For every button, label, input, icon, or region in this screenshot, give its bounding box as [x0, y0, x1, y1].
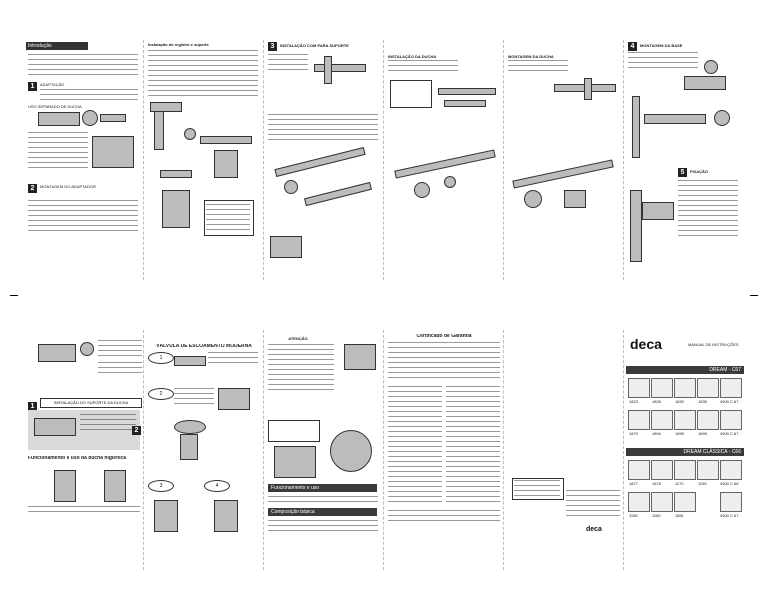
intro-header: Introdução: [26, 42, 88, 50]
step-number-1: 1: [28, 82, 37, 91]
product-thumb: [674, 410, 696, 430]
hose-coil-illustration: [330, 430, 372, 472]
step-number-5: 5: [678, 168, 687, 177]
product-thumb: [628, 410, 650, 430]
p6-header-5: FIXAÇÃO: [690, 169, 708, 174]
product-code: 4900 C 66: [720, 481, 739, 486]
shower-hose-illustration: [632, 96, 640, 158]
product-code: 1894: [652, 431, 661, 436]
shower-bar-illustration: [274, 146, 366, 178]
shower-use-section: Funcionamento e uso da ducha higiênica: [28, 456, 127, 461]
p2-title: Instalação do registro e suporte: [148, 42, 209, 47]
pipe-illustration: [100, 114, 126, 122]
product-thumb: [674, 378, 696, 398]
drain-step-1: 1: [148, 352, 174, 364]
drain-step-3: 3: [148, 480, 174, 492]
bottom-panel-4: Certificado de Garantia: [384, 330, 504, 570]
step1-subtitle: USO SEPARADO DE DUCHA: [28, 104, 82, 109]
product-thumb: [697, 378, 719, 398]
product-thumb: [720, 410, 742, 430]
product-thumb: [628, 492, 650, 512]
dream-c67-band: DREAM - C67: [626, 366, 744, 374]
bottom-panel-3: ATENÇÃO Funcionamento e uso Composição b…: [264, 330, 384, 570]
product-thumb: [697, 410, 719, 430]
warranty-title: Certificado de Garantia: [416, 334, 472, 339]
product-code: 1877: [629, 481, 638, 486]
attention-title: ATENÇÃO: [288, 336, 308, 341]
top-panel-2: Instalação do registro e suporte: [144, 40, 264, 280]
step-number-4: 4: [628, 42, 637, 51]
product-code: 1823: [629, 399, 638, 404]
top-panel-5: MONTAGEM DA DUCHA: [504, 40, 624, 280]
product-thumb: [720, 460, 742, 480]
product-thumb: [674, 492, 696, 512]
product-code: 1899: [698, 431, 707, 436]
product-code: 1835: [698, 399, 707, 404]
top-panel-1: Introdução 1 ADAPTAÇÃO USO SEPARADO DE D…: [24, 40, 144, 280]
drain-step-4: 4: [204, 480, 230, 492]
faucet-stem-illustration: [154, 108, 164, 150]
bottom-step-2: 2: [132, 426, 141, 435]
deca-logo: deca: [630, 336, 662, 352]
bottom-instruction-sheet: 1 INSTALAÇÃO DO SUPORTE DA DUCHA 2 Funci…: [24, 330, 744, 570]
support-install-title: INSTALAÇÃO DO SUPORTE DA DUCHA: [40, 398, 142, 408]
drain-valve-title: VÁLVULA DE ESCOAMENTO MODERNA: [156, 344, 252, 349]
product-code: 1878: [652, 481, 661, 486]
top-panel-4: INSTALAÇÃO DA DUCHA: [384, 40, 504, 280]
product-code: 4900 C 67: [720, 399, 739, 404]
step-number-2: 2: [28, 184, 37, 193]
product-thumb: [651, 460, 673, 480]
step-number-3: 3: [268, 42, 277, 51]
valve-body-illustration: [38, 112, 80, 126]
intro-text: [28, 54, 138, 76]
top-panel-3: 3 INSTALAÇÃO COM PARA SUPORTE: [264, 40, 384, 280]
product-thumb: [628, 378, 650, 398]
product-code: 1180: [652, 513, 661, 518]
product-thumb: [720, 378, 742, 398]
adapter-illustration: [92, 136, 134, 168]
bottom-panel-5: deca: [504, 330, 624, 570]
product-thumb: [674, 460, 696, 480]
product-code: 1870: [629, 431, 638, 436]
small-deca-logo: deca: [586, 526, 602, 533]
product-code: 1881: [675, 513, 684, 518]
p5-header: MONTAGEM DA DUCHA: [508, 54, 554, 59]
top-panel-6: 4 MONTAGEM DA BASE 5 FIXAÇÃO: [624, 40, 744, 280]
operation-bar: Funcionamento e uso: [268, 484, 377, 492]
bottom-panel-2: VÁLVULA DE ESCOAMENTO MODERNA 1 2 3 4: [144, 330, 264, 570]
drain-body-illustration: [180, 434, 198, 460]
product-thumb: [651, 492, 673, 512]
top-instruction-sheet: Introdução 1 ADAPTAÇÃO USO SEPARADO DE D…: [24, 40, 744, 280]
product-thumb: [720, 492, 742, 512]
product-thumb: [651, 410, 673, 430]
p6-header-4: MONTAGEM DA BASE: [640, 43, 683, 48]
step2-title: MONTAGEM DO ADAPTADOR: [40, 184, 96, 189]
product-code: 1156: [629, 513, 638, 518]
wall-plate-illustration: [214, 150, 238, 178]
product-code: 1170: [675, 481, 684, 486]
nut-illustration: [82, 110, 98, 126]
product-code: 1826: [652, 399, 661, 404]
composition-bar: Composição básica: [268, 508, 377, 516]
product-code: 4900 C 67: [720, 513, 739, 518]
cover-panel: deca MANUAL DE INSTRUÇÕES DREAM - C67 DR…: [624, 330, 744, 570]
product-thumb: [651, 378, 673, 398]
dream-classica-band: DREAM CLÁSSICA - C66: [626, 448, 744, 456]
manual-subtitle: MANUAL DE INSTRUÇÕES: [688, 342, 739, 347]
faucet-spout-illustration: [150, 102, 182, 112]
mounting-arm-illustration: [394, 149, 496, 179]
hygienic-shower-illustration: [38, 344, 76, 362]
product-thumb: [697, 460, 719, 480]
step1-title: ADAPTAÇÃO: [40, 82, 65, 87]
product-code: 4900 C 67: [720, 431, 739, 436]
product-code: 1195: [698, 481, 707, 486]
bottom-panel-1: 1 INSTALAÇÃO DO SUPORTE DA DUCHA 2 Funci…: [24, 330, 144, 570]
p4-header: INSTALAÇÃO DA DUCHA: [388, 54, 437, 59]
product-thumb: [628, 460, 650, 480]
bottom-step-1: 1: [28, 402, 37, 411]
p3-header: INSTALAÇÃO COM PARA SUPORTE: [280, 43, 349, 48]
product-code: 1895: [675, 431, 684, 436]
product-code: 1830: [675, 399, 684, 404]
drain-step-2: 2: [148, 388, 174, 400]
